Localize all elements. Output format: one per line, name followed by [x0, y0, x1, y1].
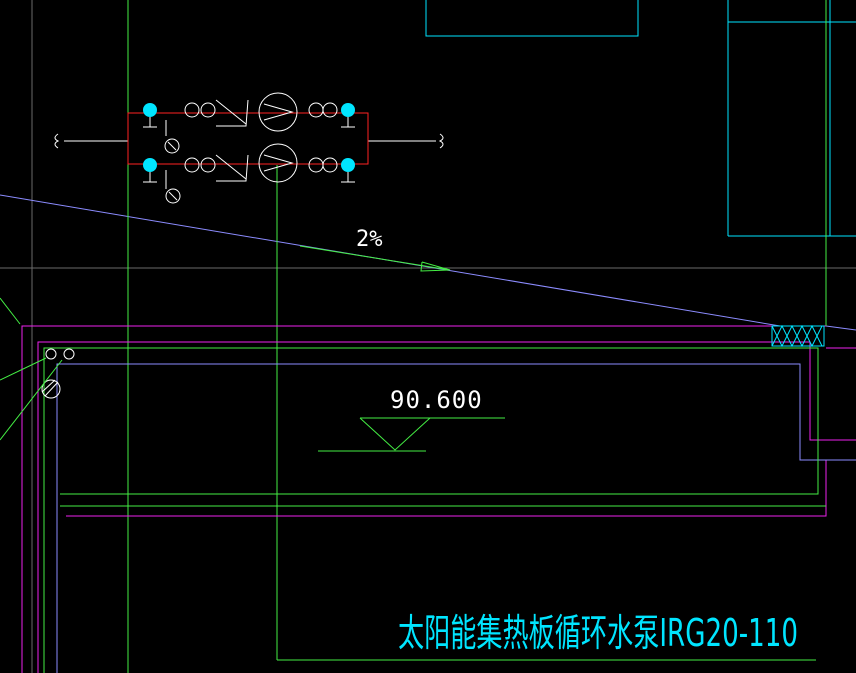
building-outline — [425, 0, 856, 237]
slope-label: 2% — [356, 227, 383, 252]
riser-leader — [0, 357, 63, 441]
elevation-marker — [318, 417, 505, 452]
pump-assembly[interactable] — [54, 92, 444, 204]
elevation-label: 90.600 — [390, 386, 483, 414]
pump-title-label: 太阳能集热板循环水泵IRG20-110 — [398, 611, 798, 655]
right-valves — [341, 103, 355, 183]
tank-outline-green — [0, 297, 826, 673]
left-valves — [143, 103, 157, 183]
pressure-gauges — [164, 120, 181, 204]
vertical-pipes — [127, 0, 827, 673]
pump-inlet-pipe — [54, 133, 444, 149]
pump-row-lower — [184, 143, 338, 183]
hatched-block — [771, 324, 825, 348]
riser-symbols — [41, 348, 75, 399]
pump-manifold — [127, 112, 369, 165]
pump-row-upper — [184, 92, 338, 132]
tank-outline-blue — [56, 363, 856, 673]
slope-arrow — [299, 245, 451, 272]
